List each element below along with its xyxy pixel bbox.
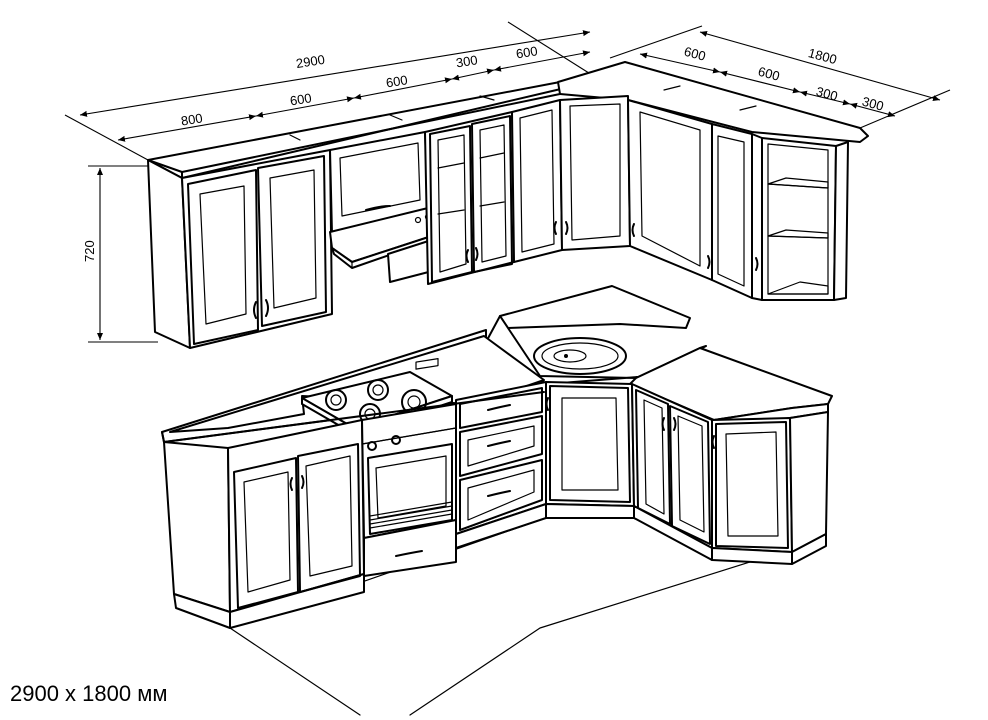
dimension-lines xyxy=(64,21,951,343)
kitchen-size-caption: 2900 x 1800 мм xyxy=(10,681,168,706)
dim-right-600b-label: 600 xyxy=(757,64,782,84)
corner-cabinet xyxy=(545,381,635,519)
lower-cabinets xyxy=(161,285,833,629)
lower-door-2 xyxy=(297,443,361,593)
dim-300-label: 300 xyxy=(455,52,479,70)
right-door-3 xyxy=(715,421,789,549)
dim-total-left-label: 2900 xyxy=(295,52,326,71)
dim-600a-label: 600 xyxy=(289,90,313,108)
dim-right-300b-label: 300 xyxy=(861,94,886,114)
right-door-1 xyxy=(635,389,671,525)
sink-bowl xyxy=(533,337,627,375)
dim-600c-label: 600 xyxy=(515,43,539,61)
dim-height-label: 720 xyxy=(82,240,97,262)
glass-door-2 xyxy=(471,115,513,273)
dim-800-label: 800 xyxy=(180,110,204,128)
dim-right-300a-label: 300 xyxy=(815,84,840,104)
upper-door-left-1 xyxy=(187,169,259,345)
glass-door-1 xyxy=(429,125,473,283)
upper-door-left-2 xyxy=(257,155,327,327)
dim-600b-label: 600 xyxy=(385,72,409,90)
right-door-2 xyxy=(669,405,711,545)
lower-door-1 xyxy=(233,457,299,609)
drawer-unit xyxy=(455,381,547,549)
dim-total-right-label: 1800 xyxy=(807,45,839,67)
upper-cabinets xyxy=(147,61,869,349)
dim-right-600a-label: 600 xyxy=(683,44,708,64)
